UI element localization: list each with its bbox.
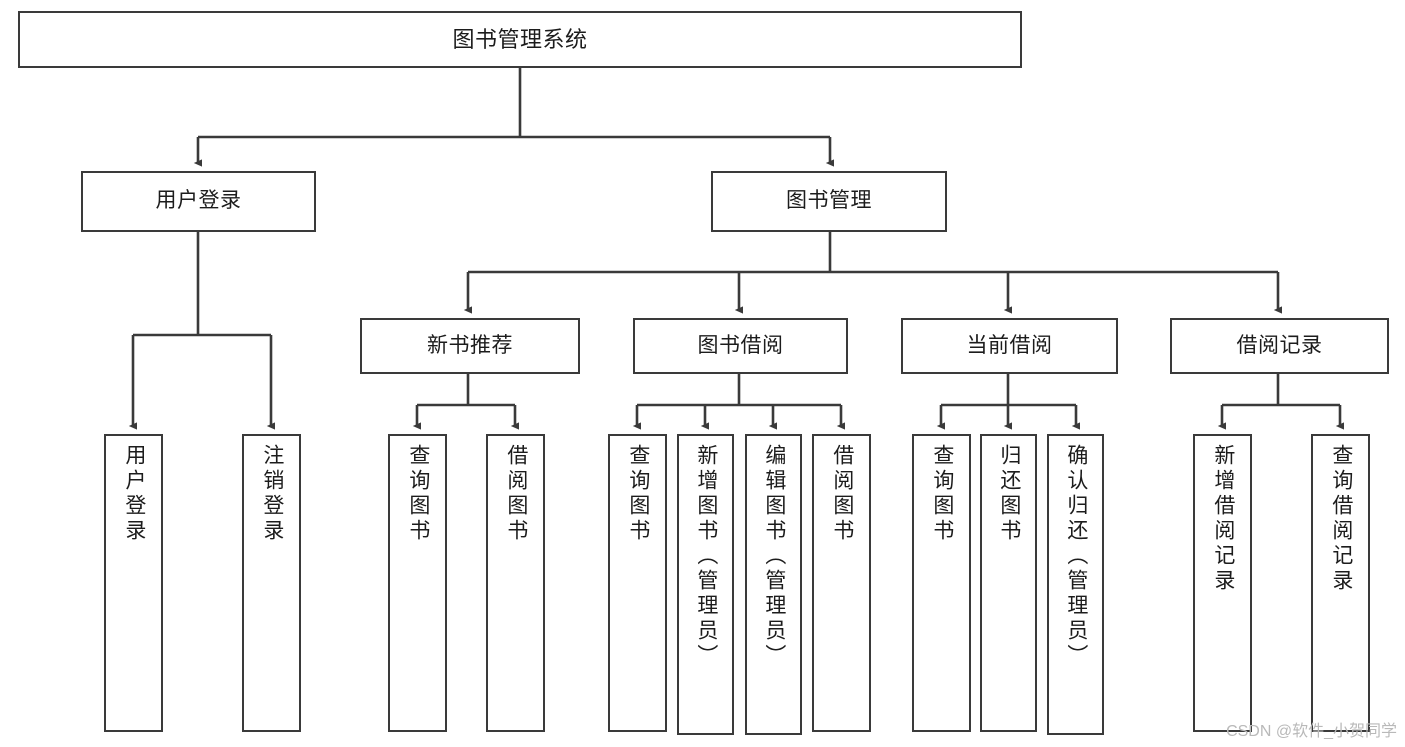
- node-leaf-return-book[interactable]: 归还图书: [980, 434, 1037, 732]
- node-book-management[interactable]: 图书管理: [711, 171, 947, 232]
- node-leaf-add-borrow-record[interactable]: 新增借阅记录: [1193, 434, 1252, 732]
- node-leaf-borrow-book-label: 借阅图书: [830, 444, 854, 544]
- node-new-book-recommend-label: 新书推荐: [427, 333, 513, 357]
- node-leaf-confirm-return-admin[interactable]: 确认归还（管理员）: [1047, 434, 1104, 735]
- node-leaf-query-book-current-label: 查询图书: [930, 444, 954, 544]
- node-leaf-user-login[interactable]: 用户登录: [104, 434, 163, 732]
- node-borrow-record[interactable]: 借阅记录: [1170, 318, 1389, 374]
- node-user-login-label: 用户登录: [155, 189, 242, 213]
- node-leaf-add-borrow-record-label: 新增借阅记录: [1211, 444, 1235, 594]
- node-root-book-management-system[interactable]: 图书管理系统: [18, 11, 1022, 68]
- node-leaf-borrow-book-recommend[interactable]: 借阅图书: [486, 434, 545, 732]
- node-new-book-recommend[interactable]: 新书推荐: [360, 318, 580, 374]
- node-root-label: 图书管理系统: [452, 26, 588, 52]
- node-book-borrow[interactable]: 图书借阅: [633, 318, 848, 374]
- node-current-borrow[interactable]: 当前借阅: [901, 318, 1118, 374]
- node-leaf-borrow-book-recommend-label: 借阅图书: [504, 444, 528, 544]
- node-book-borrow-label: 图书借阅: [697, 333, 784, 357]
- node-leaf-edit-book-admin[interactable]: 编辑图书（管理员）: [745, 434, 802, 735]
- node-leaf-query-book-recommend[interactable]: 查询图书: [388, 434, 447, 732]
- node-leaf-return-book-label: 归还图书: [997, 444, 1021, 544]
- node-leaf-query-book-recommend-label: 查询图书: [406, 444, 430, 544]
- node-leaf-borrow-book[interactable]: 借阅图书: [812, 434, 871, 732]
- node-user-login[interactable]: 用户登录: [81, 171, 316, 232]
- node-leaf-edit-book-admin-label: 编辑图书（管理员）: [762, 444, 786, 669]
- node-leaf-user-login-label: 用户登录: [122, 444, 146, 544]
- node-leaf-logout-label: 注销登录: [260, 444, 284, 544]
- node-leaf-logout[interactable]: 注销登录: [242, 434, 301, 732]
- csdn-watermark: CSDN @软件_小贺同学: [1226, 723, 1397, 740]
- node-book-management-label: 图书管理: [786, 189, 872, 213]
- node-leaf-query-borrow-record[interactable]: 查询借阅记录: [1311, 434, 1370, 732]
- node-leaf-query-book-borrow[interactable]: 查询图书: [608, 434, 667, 732]
- node-leaf-query-book-current[interactable]: 查询图书: [912, 434, 971, 732]
- node-current-borrow-label: 当前借阅: [966, 333, 1053, 357]
- node-leaf-add-book-admin[interactable]: 新增图书（管理员）: [677, 434, 734, 735]
- node-leaf-add-book-admin-label: 新增图书（管理员）: [694, 444, 718, 669]
- node-leaf-query-book-borrow-label: 查询图书: [626, 444, 650, 544]
- node-leaf-query-borrow-record-label: 查询借阅记录: [1329, 444, 1353, 594]
- node-borrow-record-label: 借阅记录: [1236, 333, 1323, 357]
- node-leaf-confirm-return-admin-label: 确认归还（管理员）: [1064, 444, 1088, 669]
